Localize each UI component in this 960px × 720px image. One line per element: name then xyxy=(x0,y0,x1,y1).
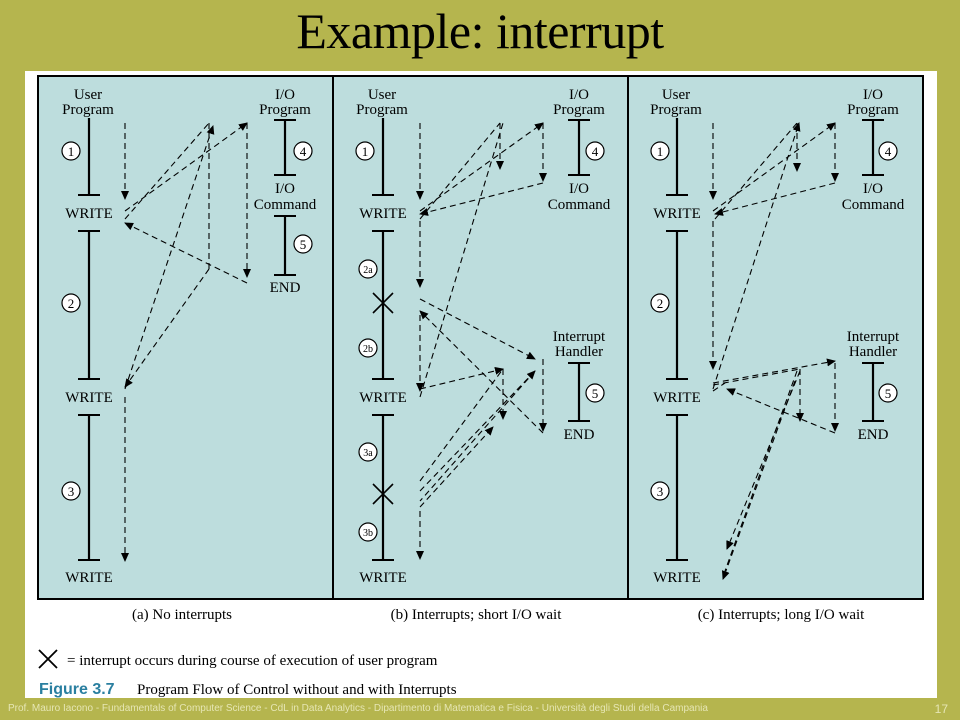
interrupt-handler-label: Handler xyxy=(849,344,897,360)
user-program-label: Program xyxy=(650,102,702,118)
panel-c-caption: (c) Interrupts; long I/O wait xyxy=(698,607,865,623)
slide-footer: Prof. Mauro Iacono - Fundamentals of Com… xyxy=(8,703,708,714)
figure-title: Program Flow of Control without and with… xyxy=(137,682,457,698)
interrupt-handler-label: Handler xyxy=(555,344,603,360)
user-program-label: Program xyxy=(356,102,408,118)
step-4-badge: 4 xyxy=(592,144,599,159)
user-program-label: User xyxy=(662,87,690,103)
flow-arrows-a xyxy=(121,122,251,562)
panels-background xyxy=(37,75,924,600)
io-command-label: Command xyxy=(254,197,317,213)
figure-card: User Program I/O Program WRITE WRITE WRI… xyxy=(25,71,937,698)
io-program-label: Program xyxy=(259,102,311,118)
interrupt-x-icon xyxy=(372,292,394,314)
user-program-label: User xyxy=(368,87,396,103)
write-label: WRITE xyxy=(653,390,700,406)
io-program-label: Program xyxy=(847,102,899,118)
interrupt-handler-label: Interrupt xyxy=(553,329,606,345)
step-5-badge: 5 xyxy=(885,386,892,401)
interrupt-x-icon xyxy=(372,483,394,505)
step-2-badge: 2 xyxy=(68,296,75,311)
step-3-badge: 3 xyxy=(68,484,75,499)
step-1-badge: 1 xyxy=(68,144,75,159)
step-2a-badge: 2a xyxy=(363,265,373,276)
user-program-label: Program xyxy=(62,102,114,118)
end-label: END xyxy=(564,427,595,443)
io-command-label: I/O xyxy=(569,181,589,197)
io-command-label: Command xyxy=(842,197,905,213)
write-label: WRITE xyxy=(359,390,406,406)
write-label: WRITE xyxy=(653,206,700,222)
step-3a-badge: 3a xyxy=(363,448,373,459)
step-1-badge: 1 xyxy=(362,144,369,159)
step-5-badge: 5 xyxy=(300,237,307,252)
write-label: WRITE xyxy=(65,390,112,406)
end-label: END xyxy=(270,280,301,296)
panel-a: User Program I/O Program WRITE WRITE WRI… xyxy=(61,87,317,623)
io-command-label: I/O xyxy=(863,181,883,197)
write-label: WRITE xyxy=(65,206,112,222)
write-label: WRITE xyxy=(653,570,700,586)
io-program-label: I/O xyxy=(863,87,883,103)
panel-b: User Program I/O Program WRITE WRITE WRI… xyxy=(355,87,611,623)
slide-title: Example: interrupt xyxy=(296,3,664,59)
step-4-badge: 4 xyxy=(885,144,892,159)
panel-a-caption: (a) No interrupts xyxy=(132,607,232,623)
panel-b-caption: (b) Interrupts; short I/O wait xyxy=(391,607,563,623)
program-flow-diagram: User Program I/O Program WRITE WRITE WRI… xyxy=(37,75,924,698)
write-label: WRITE xyxy=(65,570,112,586)
flow-arrows-c xyxy=(709,122,839,580)
step-1-badge: 1 xyxy=(657,144,664,159)
legend-text: = interrupt occurs during course of exec… xyxy=(67,653,438,669)
io-program-label: Program xyxy=(553,102,605,118)
interrupt-x-icon xyxy=(38,649,58,669)
step-5-badge: 5 xyxy=(592,386,599,401)
step-3-badge: 3 xyxy=(657,484,664,499)
flow-arrows-b xyxy=(416,122,547,560)
figure-label: Figure 3.7 xyxy=(39,681,115,698)
step-2b-badge: 2b xyxy=(363,344,373,355)
io-program-label: I/O xyxy=(569,87,589,103)
step-4-badge: 4 xyxy=(300,144,307,159)
end-label: END xyxy=(858,427,889,443)
write-label: WRITE xyxy=(359,570,406,586)
page-number: 17 xyxy=(934,702,948,716)
interrupt-handler-label: Interrupt xyxy=(847,329,900,345)
io-program-label: I/O xyxy=(275,87,295,103)
write-label: WRITE xyxy=(359,206,406,222)
io-command-label: Command xyxy=(548,197,611,213)
step-2-badge: 2 xyxy=(657,296,664,311)
step-3b-badge: 3b xyxy=(363,528,373,539)
panel-c: User Program I/O Program WRITE WRITE WRI… xyxy=(650,87,905,623)
user-program-label: User xyxy=(74,87,102,103)
io-command-label: I/O xyxy=(275,181,295,197)
